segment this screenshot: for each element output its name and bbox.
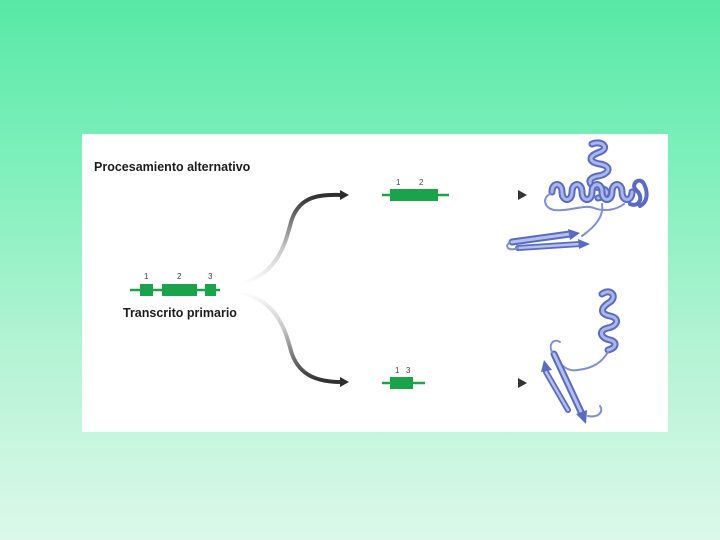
top-exon-1-label: 1 (396, 178, 401, 187)
mrna-product-exons-1-3: 1 3 (382, 366, 425, 389)
primary-transcript: 1 2 3 (130, 272, 220, 296)
alternative-splicing-diagram: 1 2 3 1 2 1 3 (130, 139, 649, 424)
primary-transcript-label: Transcrito primario (123, 306, 237, 320)
bottom-exon-1-label: 1 (395, 366, 400, 375)
exon-1-label: 1 (144, 272, 149, 281)
exon-3-label: 3 (208, 272, 213, 281)
diagram-title: Procesamiento alternativo (94, 160, 251, 174)
protein-helix-sheet-icon (506, 139, 649, 251)
translation-arrows (464, 190, 527, 388)
mrna-product-exons-1-2: 1 2 (382, 178, 449, 201)
protein-helix-sheet-icon-bottom (541, 288, 620, 424)
bottom-exon-3-label: 3 (406, 366, 411, 375)
exon-2-label: 2 (177, 272, 182, 281)
splicing-arrows (239, 190, 349, 387)
diagram-panel: Procesamiento alternativo Transcrito pri… (82, 134, 668, 432)
top-exon-2-label: 2 (419, 178, 424, 187)
